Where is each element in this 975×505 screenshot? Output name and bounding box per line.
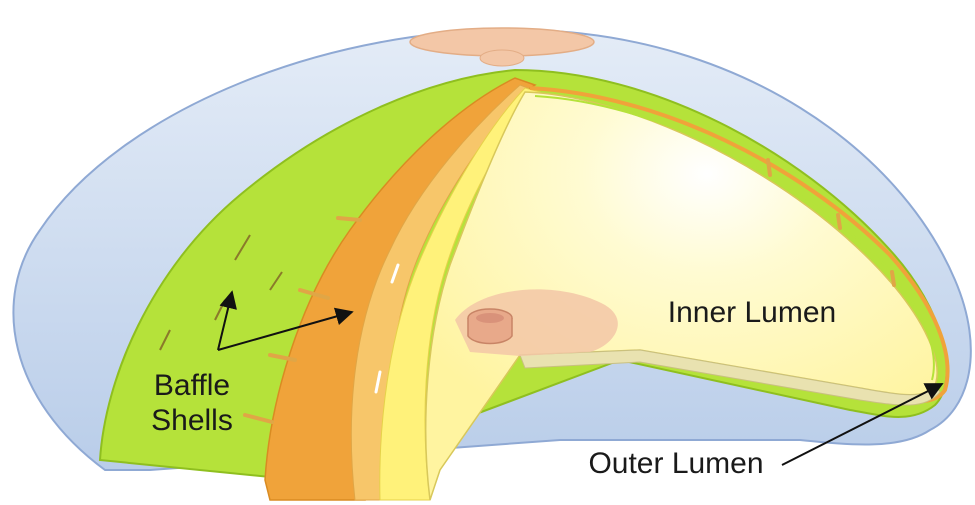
baffle-pegs <box>243 216 362 424</box>
baffle-label-line2: Shells <box>151 404 233 437</box>
lumen-pegs <box>766 158 896 287</box>
arrow-to-orange-shell <box>217 307 354 351</box>
arrow-to-green-shell <box>217 290 237 351</box>
yellow-shell <box>379 87 541 501</box>
baffle-label-line1: Baffle <box>154 369 230 402</box>
inner-lumen-label: Inner Lumen <box>668 296 836 329</box>
arrows <box>217 290 944 466</box>
arrow-to-outer-lumen <box>781 383 944 466</box>
outer-lumen-label: Outer Lumen <box>588 447 763 480</box>
